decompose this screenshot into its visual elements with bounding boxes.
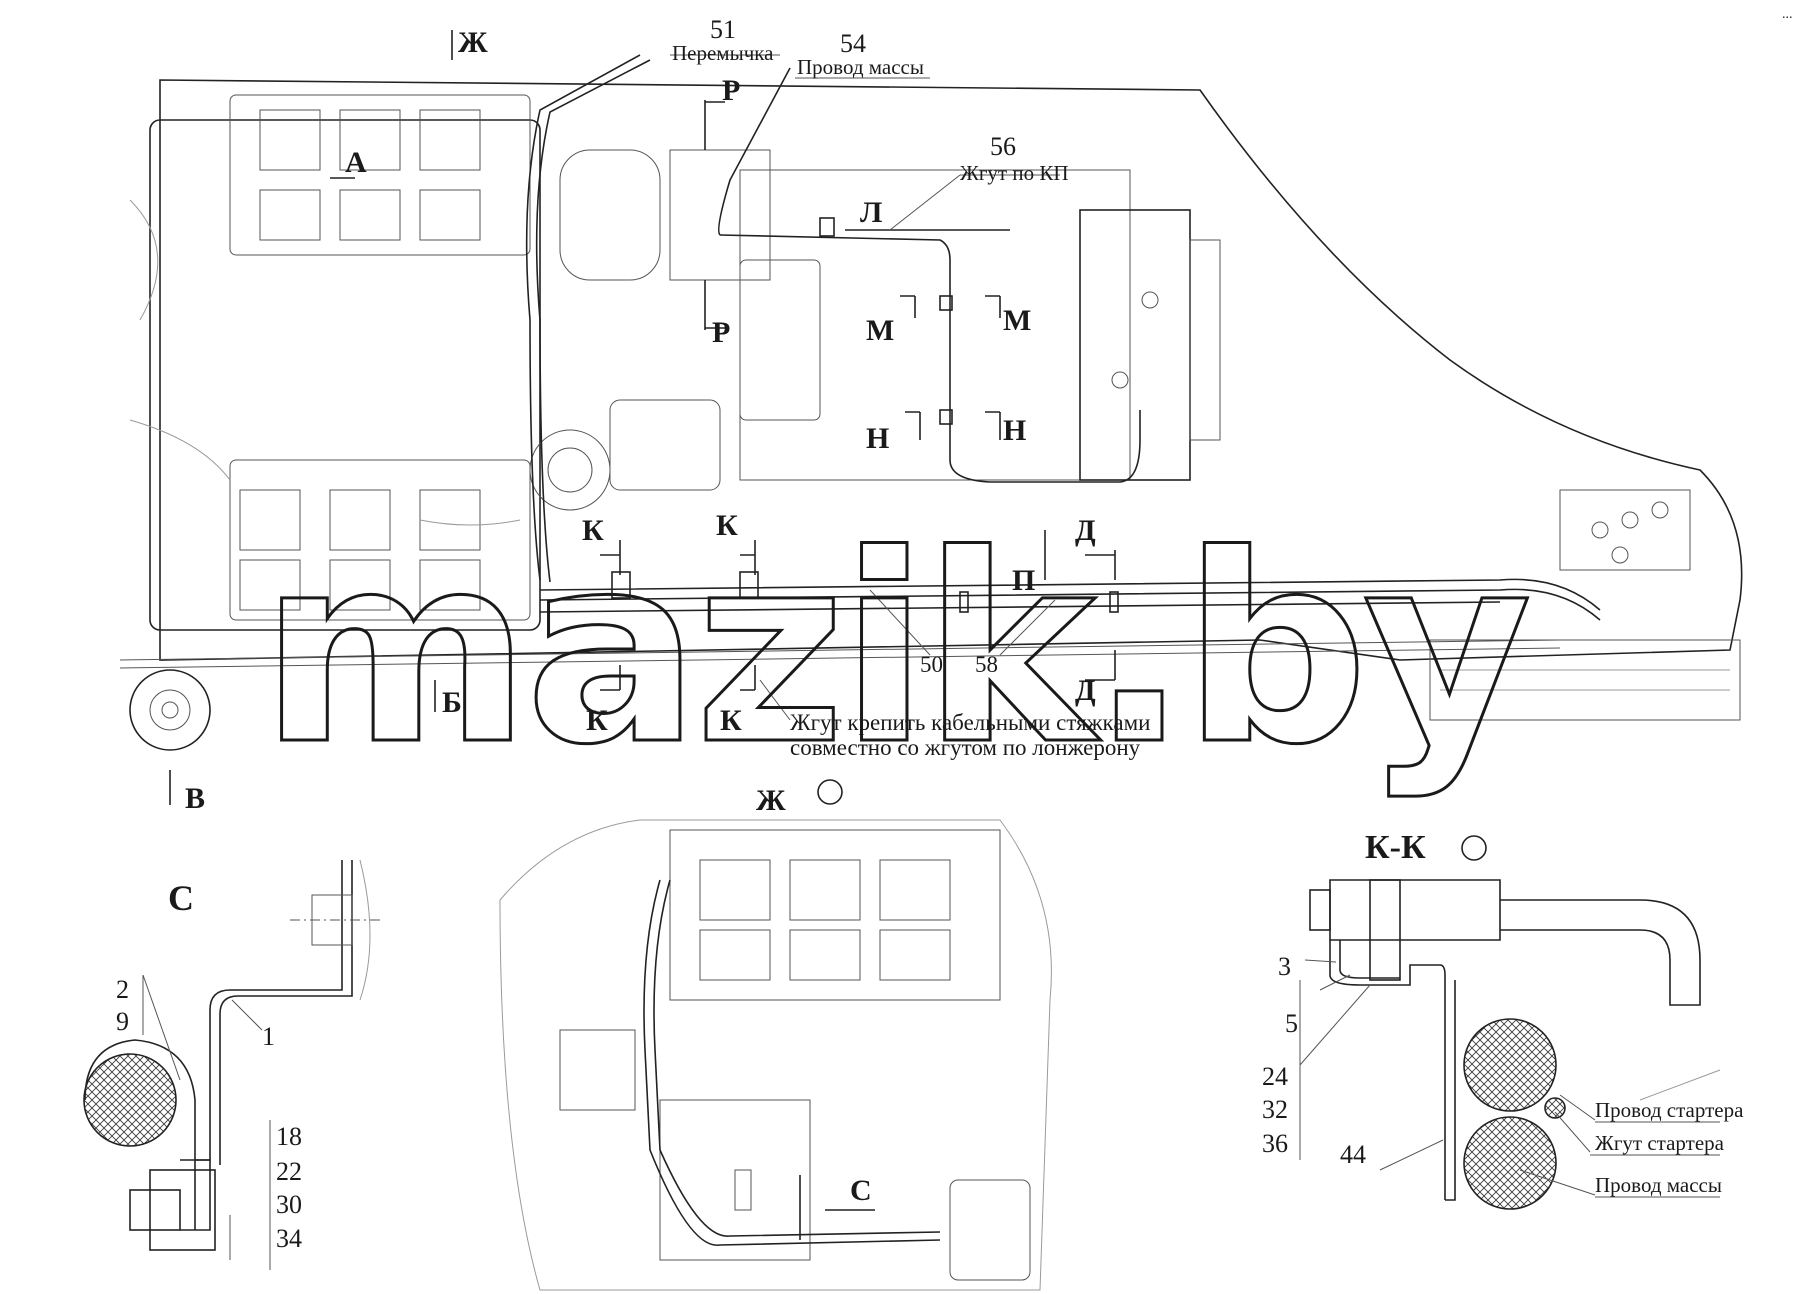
section-mark-r-bottom: Р [712, 316, 730, 349]
section-kk-num-5: 5 [1285, 1009, 1298, 1038]
watermark: mazik.by [260, 500, 1529, 802]
callout-51-text: Перемычка [672, 41, 774, 65]
section-kk-title: К-К [1365, 829, 1426, 866]
section-mark-k-3: К [586, 704, 608, 737]
section-mark-m-right: М [1003, 304, 1031, 337]
section-mark-k-2: К [716, 509, 738, 542]
section-kk-num-36: 36 [1262, 1129, 1288, 1158]
section-mark-p: П [1012, 564, 1035, 597]
detail-c-num-30: 30 [276, 1190, 302, 1219]
section-mark-n-left: Н [866, 422, 889, 455]
label-starter-harness: Жгут стартера [1595, 1131, 1725, 1155]
detail-c-num-22: 22 [276, 1157, 302, 1186]
detail-c-title: С [168, 878, 194, 918]
callout-58: 58 [975, 652, 998, 677]
section-mark-l: Л [860, 196, 882, 229]
section-mark-d-top: Д [1075, 514, 1096, 547]
callout-54-text: Провод массы [797, 55, 924, 79]
section-kk-num-3: 3 [1278, 952, 1291, 981]
detail-c-num-9: 9 [116, 1007, 129, 1036]
section-mark-m-left: М [866, 314, 894, 347]
corner-mark: ... [1782, 7, 1793, 22]
callout-56-text: Жгут по КП [960, 161, 1069, 185]
callout-56-number: 56 [990, 132, 1016, 161]
label-starter-wire: Провод стартера [1595, 1098, 1744, 1122]
section-kk: К-К 3 5 24 32 36 44 Провод стартера Жгут… [1262, 829, 1744, 1210]
main-view [119, 30, 1743, 805]
section-mark-r-top: Р [722, 74, 740, 107]
detail-c-num-1: 1 [262, 1022, 275, 1051]
detail-c-num-34: 34 [276, 1224, 302, 1253]
section-mark-zh: Ж [458, 26, 488, 59]
section-mark-b: Б [442, 686, 462, 719]
section-mark-d-bottom: Д [1075, 674, 1096, 707]
section-kk-num-24: 24 [1262, 1062, 1288, 1091]
callout-50: 50 [920, 652, 943, 677]
view-zh: Ж С [499, 779, 1052, 1291]
section-mark-a: А [345, 146, 367, 179]
section-mark-v: В [185, 782, 205, 815]
main-view-labels: 51 Перемычка 54 Провод массы 56 Жгут по … [185, 15, 1150, 815]
view-zh-title: Ж [756, 784, 786, 817]
detail-c: С 2 9 1 18 22 30 34 [83, 859, 380, 1270]
detail-c-num-2: 2 [116, 975, 129, 1004]
note-line-2: совместно со жгутом по лонжерону [790, 735, 1141, 760]
section-kk-num-32: 32 [1262, 1095, 1288, 1124]
section-mark-k-4: К [720, 704, 742, 737]
section-kk-num-44: 44 [1340, 1140, 1366, 1169]
section-mark-k-1: К [582, 514, 604, 547]
section-mark-c: С [850, 1174, 872, 1207]
label-ground-wire: Провод массы [1595, 1173, 1722, 1197]
detail-c-num-18: 18 [276, 1122, 302, 1151]
callout-54-number: 54 [840, 29, 866, 58]
callout-51-number: 51 [710, 15, 736, 44]
note-line-1: Жгут крепить кабельными стяжками [790, 710, 1150, 735]
section-mark-n-right: Н [1003, 414, 1026, 447]
